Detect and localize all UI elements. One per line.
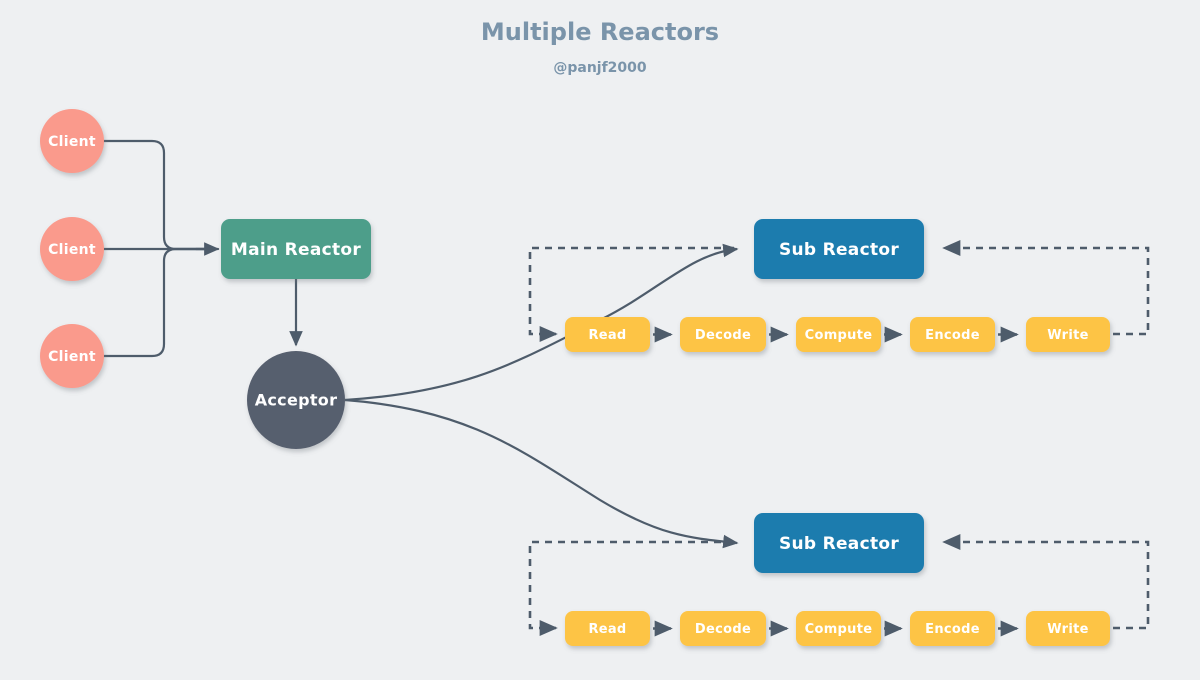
pipeline-stage-shape[interactable]	[565, 611, 650, 646]
pipeline-stage-encode-top[interactable]: Encode	[910, 317, 995, 352]
pipeline-stage-compute-top[interactable]: Compute	[796, 317, 881, 352]
feedback-write-to-subreactor-top	[942, 239, 1150, 336]
pipeline-stage-label: Write	[1047, 622, 1089, 637]
pipeline-stage-encode-bottom[interactable]: Encode	[910, 611, 995, 646]
main-reactor-label: Main Reactor	[231, 240, 362, 260]
pipeline-stage-shape[interactable]	[796, 317, 881, 352]
client-label: Client	[48, 134, 96, 150]
acceptor-node[interactable]: Acceptor	[247, 351, 345, 449]
pipeline-stage-shape[interactable]	[680, 317, 766, 352]
header-group: Multiple Reactors @panjf2000	[481, 18, 719, 76]
client-shape[interactable]	[40, 217, 104, 281]
pipeline-stage-read-top[interactable]: Read	[565, 317, 650, 352]
pipeline-stage-shape[interactable]	[796, 611, 881, 646]
main-reactor-shape[interactable]	[221, 219, 371, 279]
dashed-connectors	[528, 239, 1150, 637]
pipeline-stage-shape[interactable]	[1026, 317, 1110, 352]
sub-reactor-label: Sub Reactor	[779, 240, 899, 260]
pipeline-stage-label: Encode	[925, 622, 980, 637]
client-node-3[interactable]: Client	[40, 324, 104, 388]
pipeline-stage-write-bottom[interactable]: Write	[1026, 611, 1110, 646]
pipeline-stage-label: Compute	[805, 622, 873, 637]
acceptor-to-subreactor-connectors	[344, 243, 739, 549]
client-connectors	[102, 139, 220, 358]
sub-reactor-node-bottom[interactable]: Sub Reactor	[754, 513, 924, 573]
pipeline-stage-label: Decode	[695, 622, 751, 637]
connector-client3-to-main	[102, 247, 208, 358]
sub-reactor-shape[interactable]	[754, 219, 924, 279]
page-subtitle: @panjf2000	[553, 60, 647, 76]
pipeline-stage-shape[interactable]	[680, 611, 766, 646]
client-node-1[interactable]: Client	[40, 109, 104, 173]
client-label: Client	[48, 242, 96, 258]
pipeline-stage-decode-top[interactable]: Decode	[680, 317, 766, 352]
client-node-2[interactable]: Client	[40, 217, 104, 281]
pipeline-stage-label: Compute	[805, 328, 873, 343]
client-shape[interactable]	[40, 324, 104, 388]
pipeline-stage-write-top[interactable]: Write	[1026, 317, 1110, 352]
connector-acceptor-to-sub-bottom	[344, 398, 739, 549]
acceptor-label: Acceptor	[255, 391, 338, 410]
pipeline-stage-shape[interactable]	[565, 317, 650, 352]
dispatch-subreactor-to-read-top	[528, 246, 734, 343]
client-shape[interactable]	[40, 109, 104, 173]
pipeline-stage-label: Encode	[925, 328, 980, 343]
feedback-write-to-subreactor-bottom	[942, 533, 1150, 630]
main-reactor-node[interactable]: Main Reactor	[221, 219, 371, 279]
pipeline-stage-label: Write	[1047, 328, 1089, 343]
sub-reactor-shape[interactable]	[754, 513, 924, 573]
page-title: Multiple Reactors	[481, 18, 719, 46]
pipeline-stage-label: Read	[588, 328, 626, 343]
pipeline-stage-decode-bottom[interactable]: Decode	[680, 611, 766, 646]
pipeline-stage-shape[interactable]	[1026, 611, 1110, 646]
pipeline-stage-compute-bottom[interactable]: Compute	[796, 611, 881, 646]
connector-client1-to-main	[102, 139, 208, 251]
sub-reactor-label: Sub Reactor	[779, 534, 899, 554]
pipeline-stage-label: Decode	[695, 328, 751, 343]
pipeline-stage-shape[interactable]	[910, 611, 995, 646]
dispatch-subreactor-to-read-bottom	[528, 540, 734, 637]
pipeline-stage-read-bottom[interactable]: Read	[565, 611, 650, 646]
pipeline-stage-label: Read	[588, 622, 626, 637]
pipeline-stage-shape[interactable]	[910, 317, 995, 352]
connector-acceptor-to-sub-top	[344, 243, 739, 402]
client-label: Client	[48, 349, 96, 365]
sub-reactor-node-top[interactable]: Sub Reactor	[754, 219, 924, 279]
acceptor-shape[interactable]	[247, 351, 345, 449]
